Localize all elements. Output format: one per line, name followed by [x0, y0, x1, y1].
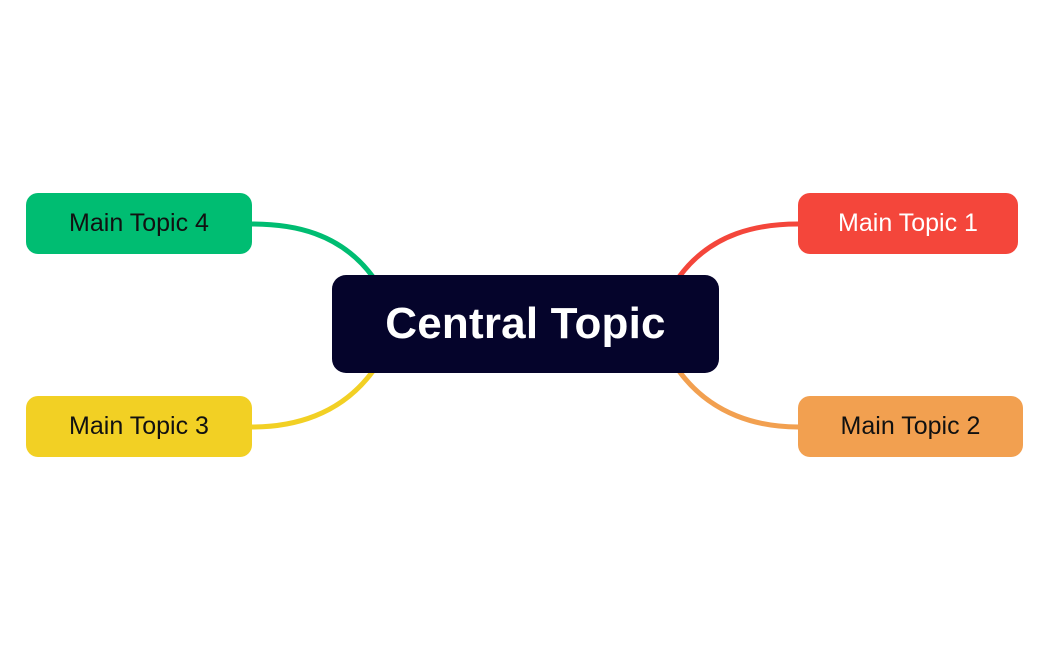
node-main-topic-4[interactable]: Main Topic 4: [26, 193, 252, 254]
connector-central-to-main-topic-1: [676, 221, 801, 280]
node-central-topic[interactable]: Central Topic: [332, 275, 719, 373]
node-label-central-topic: Central Topic: [385, 299, 666, 348]
node-label-main-topic-2: Main Topic 2: [840, 412, 981, 440]
node-label-main-topic-4: Main Topic 4: [69, 209, 209, 237]
connector-central-to-main-topic-3: [249, 368, 376, 430]
node-main-topic-3[interactable]: Main Topic 3: [26, 396, 252, 457]
node-label-main-topic-1: Main Topic 1: [838, 209, 978, 237]
node-main-topic-2[interactable]: Main Topic 2: [798, 396, 1023, 457]
node-label-main-topic-3: Main Topic 3: [69, 412, 209, 440]
connector-central-to-main-topic-2: [676, 368, 801, 430]
connector-central-to-main-topic-4: [249, 221, 376, 280]
node-main-topic-1[interactable]: Main Topic 1: [798, 193, 1018, 254]
